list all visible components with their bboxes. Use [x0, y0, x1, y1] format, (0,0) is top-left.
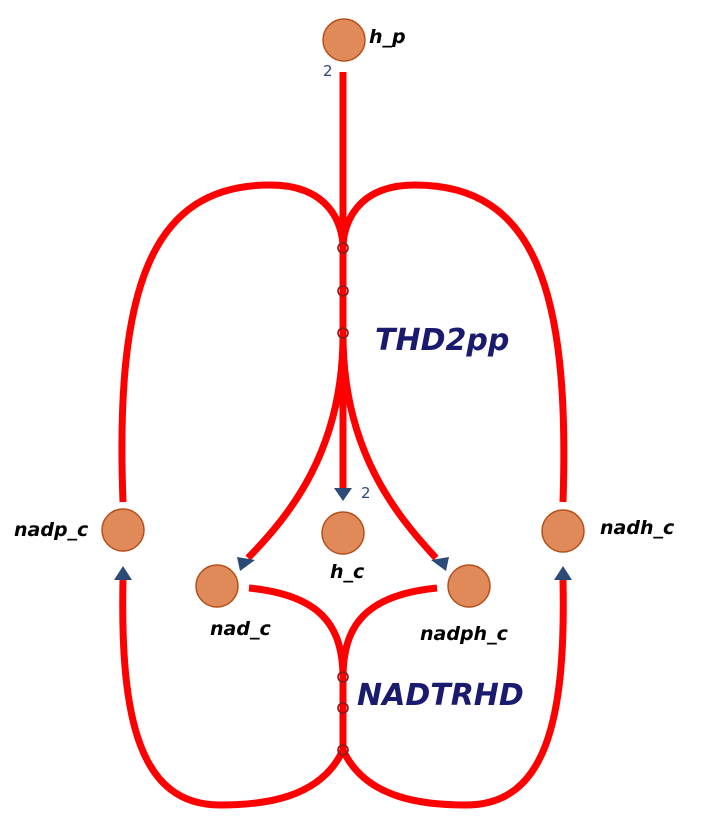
label-nad_c: nad_c [210, 618, 271, 640]
edge-nadp_c-to-thd2pp[interactable] [118, 181, 347, 503]
stoichiometry-labels: 2 2 [323, 62, 371, 502]
node-nadp_c[interactable] [101, 508, 145, 552]
edge-nadtrhd-to-nadh_c[interactable] [339, 579, 567, 809]
node-h_p[interactable] [322, 18, 366, 62]
arrowheads [114, 488, 572, 580]
node-nadph_c[interactable] [447, 564, 491, 608]
nadtrhd-marker-mid[interactable] [337, 702, 349, 714]
metabolite-nodes [101, 18, 585, 608]
label-nadp_c: nadp_c [14, 519, 89, 541]
nadtrhd-marker-bottom[interactable] [337, 744, 349, 756]
arrowhead-nadph_c [431, 557, 449, 571]
thd2pp-marker-top[interactable] [337, 242, 349, 254]
arrowhead-nadh_c [554, 566, 572, 580]
reaction-labels: THD2pp NADTRHD [357, 323, 524, 713]
stoich-h_p: 2 [323, 62, 333, 80]
arrowhead-nadp_c [114, 566, 132, 580]
label-h_c: h_c [330, 561, 365, 583]
reaction-nadtrhd-edges [119, 579, 567, 809]
thd2pp-marker-mid[interactable] [337, 285, 349, 297]
label-nadh_c: nadh_c [600, 517, 675, 539]
thd2pp-marker-bottom[interactable] [337, 327, 349, 339]
edge-nadtrhd-to-nadp_c[interactable] [119, 579, 347, 809]
label-nadtrhd[interactable]: NADTRHD [357, 678, 524, 713]
nadtrhd-marker-top[interactable] [337, 671, 349, 683]
edge-nadh_c-to-thd2pp[interactable] [339, 181, 568, 503]
node-h_c[interactable] [321, 511, 365, 555]
reaction-thd2pp-edges [118, 72, 568, 561]
metabolite-labels: h_p nadp_c nadh_c h_c nad_c nadph_c [14, 26, 675, 645]
node-nadh_c[interactable] [541, 509, 585, 553]
edge-thd2pp-to-nadph_c[interactable] [339, 334, 439, 561]
edge-thd2pp-to-nad_c[interactable] [245, 334, 347, 561]
label-nadph_c: nadph_c [420, 623, 509, 645]
label-thd2pp[interactable]: THD2pp [375, 323, 509, 358]
label-h_p: h_p [369, 26, 406, 48]
reaction-markers [337, 242, 349, 756]
arrowhead-h_c [334, 488, 352, 501]
edge-nadph_c-to-nadtrhd[interactable] [339, 584, 438, 679]
node-nad_c[interactable] [195, 564, 239, 608]
arrowhead-nad_c [237, 557, 255, 571]
stoich-h_c: 2 [361, 484, 371, 502]
